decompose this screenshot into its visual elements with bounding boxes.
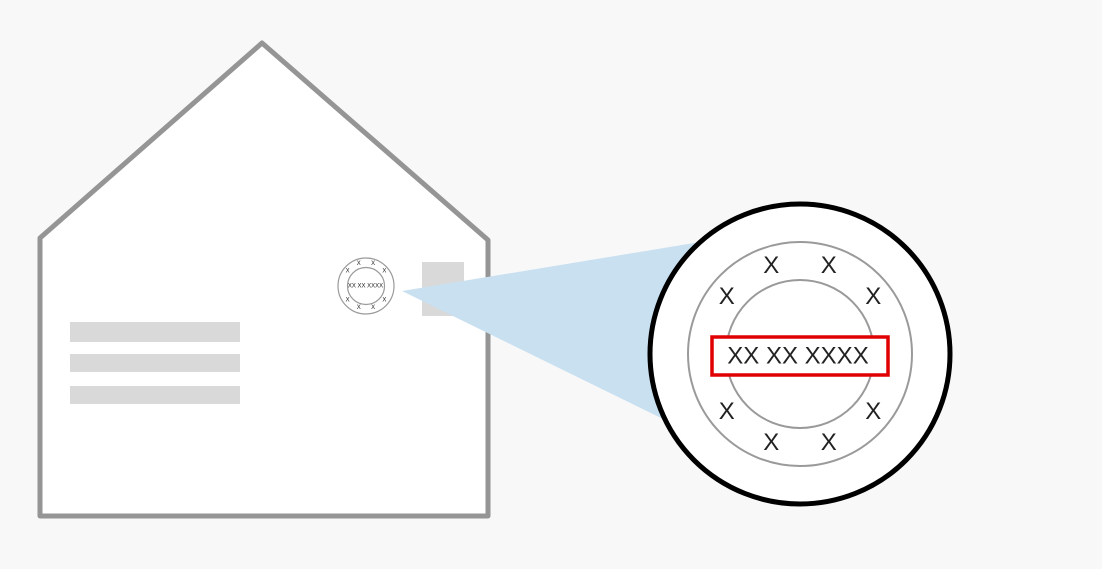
small-stamp-ring-letter: X	[357, 305, 361, 311]
small-stamp: X X X X X X X X XX XX XXXX	[337, 257, 395, 315]
large-stamp-ring-letter: X	[763, 429, 779, 456]
large-stamp: X X X X X X X X XX XX XXXX	[687, 241, 913, 467]
large-stamp-ring-letter: X	[719, 283, 735, 310]
large-stamp-ring-letter: X	[821, 429, 837, 456]
large-stamp-ring-letter: X	[763, 252, 779, 279]
large-stamp-ring-letter: X	[821, 252, 837, 279]
large-stamp-ring-letter: X	[719, 398, 735, 425]
large-stamp-ring-letter: X	[865, 283, 881, 310]
small-stamp-outer-ring	[337, 257, 395, 315]
large-stamp-ring-letter: X	[865, 398, 881, 425]
small-stamp-ring-letter: X	[346, 269, 350, 275]
placeholder-line-1	[70, 322, 240, 342]
zoom-beam	[402, 242, 700, 420]
house-outline	[37, 40, 491, 519]
small-stamp-code: XX XX XXXX	[348, 284, 383, 290]
small-stamp-ring-letter: X	[357, 261, 361, 267]
code-highlight-box	[710, 335, 890, 377]
small-stamp-ring-letter: X	[346, 297, 350, 303]
small-stamp-ring-letter: X	[371, 305, 375, 311]
small-stamp-ring-letter: X	[371, 261, 375, 267]
small-stamp-ring-letter: X	[382, 297, 386, 303]
large-stamp-code: XX XX XXXX	[727, 343, 868, 370]
placeholder-line-2	[70, 354, 240, 372]
small-stamp-ring-letter: X	[382, 269, 386, 275]
small-stamp-inner-ring	[346, 266, 386, 306]
placeholder-line-3	[70, 386, 240, 404]
